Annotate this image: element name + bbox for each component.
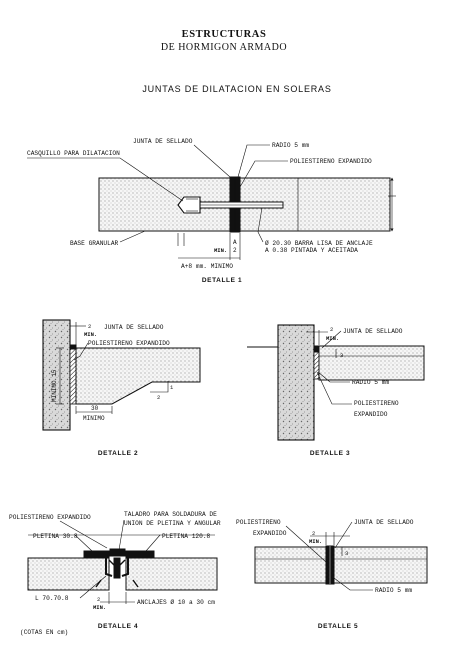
label-pletina-right: PLETINA 120.8 xyxy=(162,533,211,540)
plate-right xyxy=(125,550,155,558)
label-a8: A+8 mm. MINIMO xyxy=(181,263,233,270)
plate-left xyxy=(83,550,110,558)
caption-detail-2: DETALLE 2 xyxy=(98,450,138,457)
label-poliestireno: POLIESTIRENO xyxy=(354,400,399,407)
label-radio: RADIO 5 mm xyxy=(375,587,412,594)
label-poliestireno: POLIESTIRENO EXPANDIDO xyxy=(9,514,91,521)
caption-detail-3: DETALLE 3 xyxy=(310,450,350,457)
label-two: 2 xyxy=(97,596,100,603)
label-min: MIN. xyxy=(214,247,227,254)
detail-2: 1 2 MINIMO 15 30 MINIMO 2 MIN. JUNTA DE … xyxy=(42,319,201,457)
detail-3: 2 MIN. JUNTA DE SELLADO 3 RADIO 5 mm POL… xyxy=(247,324,425,457)
label-two: 2 xyxy=(330,326,333,333)
wall-column xyxy=(277,324,315,441)
label-thirty: 30 xyxy=(91,405,99,412)
label-three: 3 xyxy=(345,550,348,557)
angle-profile xyxy=(105,558,129,577)
label-slope-2: 2 xyxy=(157,394,160,401)
footer-cotas: (COTAS EN cm) xyxy=(20,629,68,636)
label-angular: L 70.70.8 xyxy=(35,595,69,602)
label-a: A xyxy=(233,239,237,246)
label-expandido: EXPANDIDO xyxy=(354,411,388,418)
label-three: 3 xyxy=(340,352,343,359)
label-junta-sellado: JUNTA DE SELLADO xyxy=(133,138,193,145)
label-poliestireno: POLIESTIRENO xyxy=(236,519,281,526)
label-two: 2 xyxy=(88,323,91,330)
label-min: MIN. xyxy=(93,604,106,611)
slab-right xyxy=(125,557,218,591)
detail-5: 2 MIN. POLIESTIRENO EXPANDIDO JUNTA DE S… xyxy=(236,519,428,630)
label-slope-1: 1 xyxy=(170,384,174,391)
label-radio: RADIO 5 mm xyxy=(272,142,309,149)
label-junta-sellado: JUNTA DE SELLADO xyxy=(354,519,414,526)
slab-thickened-edge xyxy=(75,347,201,405)
title-line2: DE HORMIGON ARMADO xyxy=(161,42,287,53)
title-line1: ESTRUCTURAS xyxy=(182,29,267,40)
slab xyxy=(318,345,425,381)
dilation-sleeve xyxy=(177,196,201,214)
label-taladro-line1: TALADRO PARA SOLDADURA DE xyxy=(124,511,217,518)
label-minimo: MINIMO xyxy=(83,415,105,422)
label-radio: RADIO 5 mm xyxy=(352,379,389,386)
label-expandido: EXPANDIDO xyxy=(253,530,287,537)
detail-1: JUNTA DE SELLADO RADIO 5 mm CASQUILLO PA… xyxy=(27,138,396,284)
wall-left xyxy=(42,319,71,431)
label-junta-sellado: JUNTA DE SELLADO xyxy=(104,324,164,331)
label-pletina-left: PLETINA 30.8 xyxy=(33,533,78,540)
label-poliestireno: POLIESTIRENO EXPANDIDO xyxy=(290,158,372,165)
caption-detail-1: DETALLE 1 xyxy=(202,277,242,284)
header: ESTRUCTURAS DE HORMIGON ARMADO JUNTAS DE… xyxy=(142,29,331,94)
label-taladro-line2: UNION DE PLETINA Y ANGULAR xyxy=(124,520,221,527)
label-barra-line2: A 0.38 PINTADA Y ACEITADA xyxy=(265,247,358,254)
label-barra-line1: Ø 20.30 BARRA LISA DE ANCLAJE xyxy=(265,240,373,247)
label-min: MIN. xyxy=(309,538,322,545)
label-minimo15: MINIMO 15 xyxy=(51,369,58,402)
detail-4: POLIESTIRENO EXPANDIDO TALADRO PARA SOLD… xyxy=(9,511,221,630)
label-junta-sellado: JUNTA DE SELLADO xyxy=(343,328,403,335)
label-base-granular: BASE GRANULAR xyxy=(70,240,119,247)
label-two: 2 xyxy=(312,530,315,537)
label-poliestireno: POLIESTIRENO EXPANDIDO xyxy=(88,340,170,347)
label-min: MIN. xyxy=(84,331,97,338)
caption-detail-4: DETALLE 4 xyxy=(98,623,138,630)
caption-detail-5: DETALLE 5 xyxy=(318,623,358,630)
label-anclajes: ANCLAJES Ø 10 a 30 cm xyxy=(137,599,215,606)
foam-strip xyxy=(69,347,77,405)
label-casquillo: CASQUILLO PARA DILATACION xyxy=(27,150,120,157)
label-two: 2 xyxy=(233,247,237,254)
subtitle: JUNTAS DE DILATACION EN SOLERAS xyxy=(142,84,331,94)
